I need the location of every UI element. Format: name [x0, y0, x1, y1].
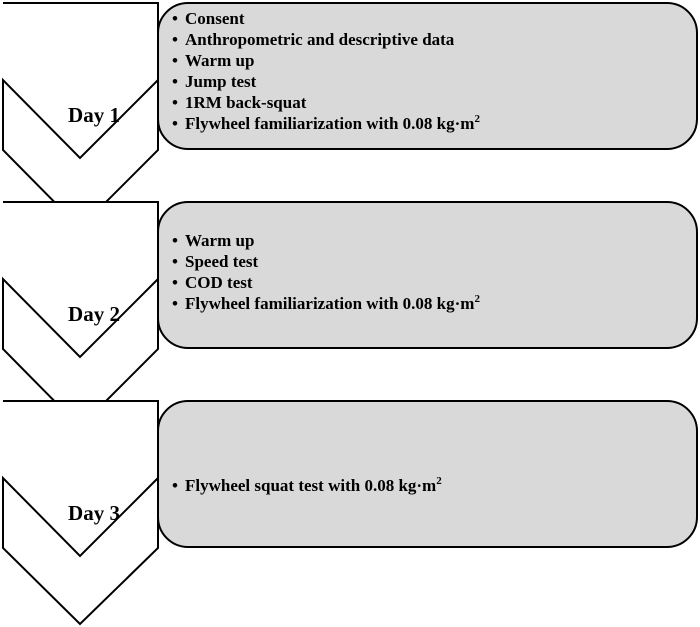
day-3-label: Day 3: [68, 501, 120, 525]
day-2-label: Day 2: [68, 302, 120, 326]
bullet-icon: •: [172, 114, 178, 133]
day-1-item: Jump test: [185, 72, 257, 91]
day-3-step: Day 3 • Flywheel squat test with 0.08 kg·…: [2, 400, 698, 626]
item-label: Jump test: [185, 72, 257, 91]
day-2-item: Warm up: [185, 231, 254, 250]
day-2-item-list: • Warm up • Speed test • COD test • Flywheel fa…: [172, 231, 480, 313]
item-label: Speed test: [185, 252, 259, 271]
bullet-icon: •: [172, 476, 178, 495]
item-label: 1RM back-squat: [185, 93, 307, 112]
day-3-item-list: • Flywheel squat test with 0.08 kg·m2: [172, 475, 442, 495]
day-1-panel: [157, 2, 698, 150]
item-superscript: 2: [474, 113, 480, 125]
bullet-icon: •: [172, 294, 178, 313]
day-3-item: Flywheel squat test with 0.08 kg·m2: [185, 475, 442, 495]
day-2-item: COD test: [185, 273, 253, 292]
day-1-item: Consent: [185, 9, 245, 28]
day-3-panel: [157, 400, 698, 548]
day-2-step: Day 2 • Warm up • Speed test • COD test • Flywh…: [2, 201, 698, 429]
day-1-item: Warm up: [185, 51, 254, 70]
day-2-panel: [157, 201, 698, 349]
day-1-item: 1RM back-squat: [185, 93, 307, 112]
day-2-item: Flywheel familiarization with 0.08 kg·m2: [185, 293, 480, 313]
bullet-icon: •: [172, 30, 178, 49]
item-superscript: 2: [436, 475, 442, 487]
day-2-item: Speed test: [185, 252, 259, 271]
bullet-icon: •: [172, 252, 178, 271]
day-1-item: Flywheel familiarization with 0.08 kg·m2: [185, 113, 480, 133]
bullet-icon: •: [172, 51, 178, 70]
item-label: Flywheel familiarization with 0.08 kg·m: [185, 294, 474, 313]
item-label: Consent: [185, 9, 245, 28]
day-1-step: Day 1 • Consent • Anthropometric and descri…: [2, 2, 698, 230]
bullet-icon: •: [172, 273, 178, 292]
item-label: COD test: [185, 273, 253, 292]
bullet-icon: •: [172, 72, 178, 91]
item-label: Anthropometric and descriptive data: [185, 30, 455, 49]
item-label: Flywheel squat test with 0.08 kg·m: [185, 476, 436, 495]
item-superscript: 2: [474, 293, 480, 305]
item-label: Flywheel familiarization with 0.08 kg·m: [185, 114, 474, 133]
bullet-icon: •: [172, 9, 178, 28]
bullet-icon: •: [172, 93, 178, 112]
day-1-item: Anthropometric and descriptive data: [185, 30, 455, 49]
bullet-icon: •: [172, 231, 178, 250]
day-1-label: Day 1: [68, 103, 120, 127]
item-label: Warm up: [185, 231, 254, 250]
day-1-item-list: • Consent • Anthropometric and descriptive …: [172, 9, 480, 133]
item-label: Warm up: [185, 51, 254, 70]
